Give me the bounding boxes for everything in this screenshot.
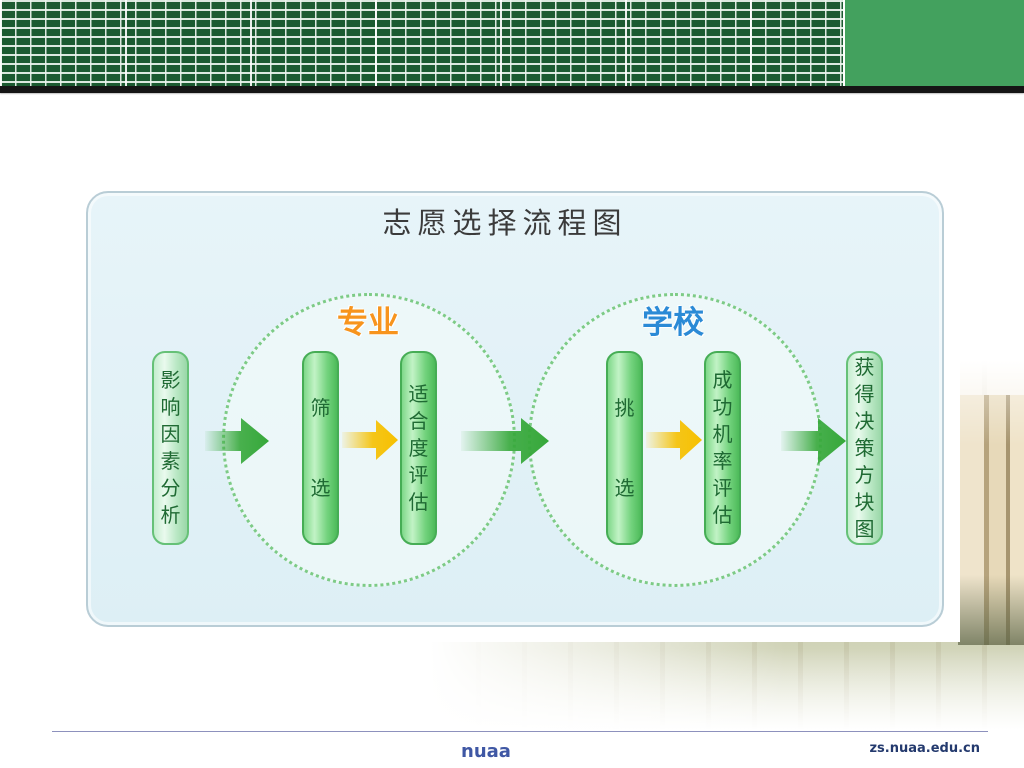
flow-arrow-right-icon: [461, 418, 549, 464]
diagram-title: 志愿选择流程图: [382, 206, 628, 240]
footer-brand-text: nuaa: [461, 741, 511, 762]
step-label: 适合度评估: [408, 381, 429, 514]
flow-arrow-right-icon: [781, 418, 846, 464]
group-label-school: 学校: [642, 305, 704, 341]
step-label: 成功机率评估: [712, 368, 733, 527]
step-label: 挑选: [614, 396, 635, 500]
step-major-screening: 筛选: [302, 351, 339, 545]
group-label-major: 专业: [337, 305, 399, 341]
background-building: [958, 395, 1024, 645]
step-success-rate-assessment: 成功机率评估: [704, 351, 741, 545]
step-school-selection: 挑选: [606, 351, 643, 545]
step-label: 获得决策方块图: [854, 354, 875, 541]
footer-website-text: zs.nuaa.edu.cn: [869, 741, 980, 756]
step-label: 影响因素分析: [160, 368, 181, 527]
header-grid-pattern: [0, 0, 843, 86]
header-accent-block: [845, 0, 1024, 86]
header-rule: [0, 86, 1024, 93]
step-factor-analysis: 影响因素分析: [152, 351, 189, 545]
flow-arrow-right-icon: [205, 418, 269, 464]
footer-rule: [52, 731, 988, 732]
step-decision-chart: 获得决策方块图: [846, 351, 883, 545]
step-suitability-assessment: 适合度评估: [400, 351, 437, 545]
step-label: 筛选: [310, 396, 331, 500]
flow-arrow-right-icon: [646, 420, 702, 460]
flow-arrow-right-icon: [342, 420, 398, 460]
